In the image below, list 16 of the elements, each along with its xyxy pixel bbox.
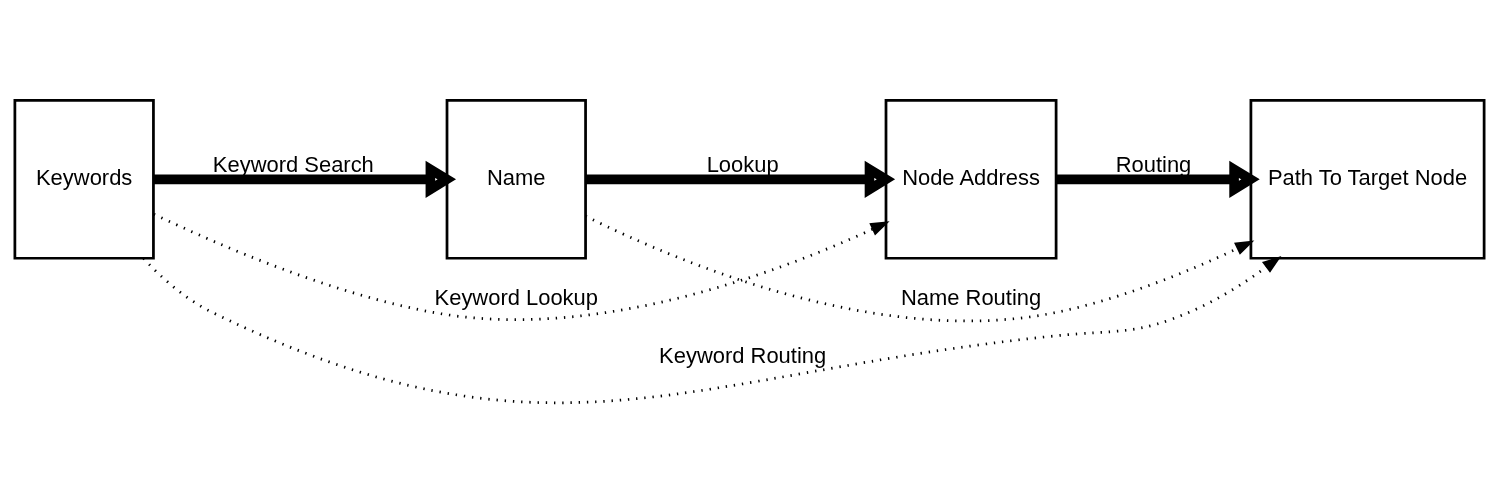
edge-label: Keyword Search (212, 151, 374, 177)
edge-label: Name Routing (900, 284, 1042, 310)
edge-label: Keyword Routing (659, 342, 827, 368)
arrow (585, 160, 896, 198)
arrow (142, 255, 1282, 404)
node-box: Name (445, 98, 587, 260)
edge-label: Routing (1115, 151, 1192, 177)
arrow (1056, 160, 1260, 198)
node-box: Path To Target Node (1249, 98, 1486, 260)
edge-label: Keyword Lookup (434, 284, 598, 310)
arrow (153, 160, 457, 198)
arrow (585, 214, 1255, 322)
node-box: Node Address (884, 98, 1058, 260)
arrow (153, 212, 890, 321)
node-box: Keywords (13, 98, 155, 260)
edge-label: Lookup (706, 151, 779, 177)
